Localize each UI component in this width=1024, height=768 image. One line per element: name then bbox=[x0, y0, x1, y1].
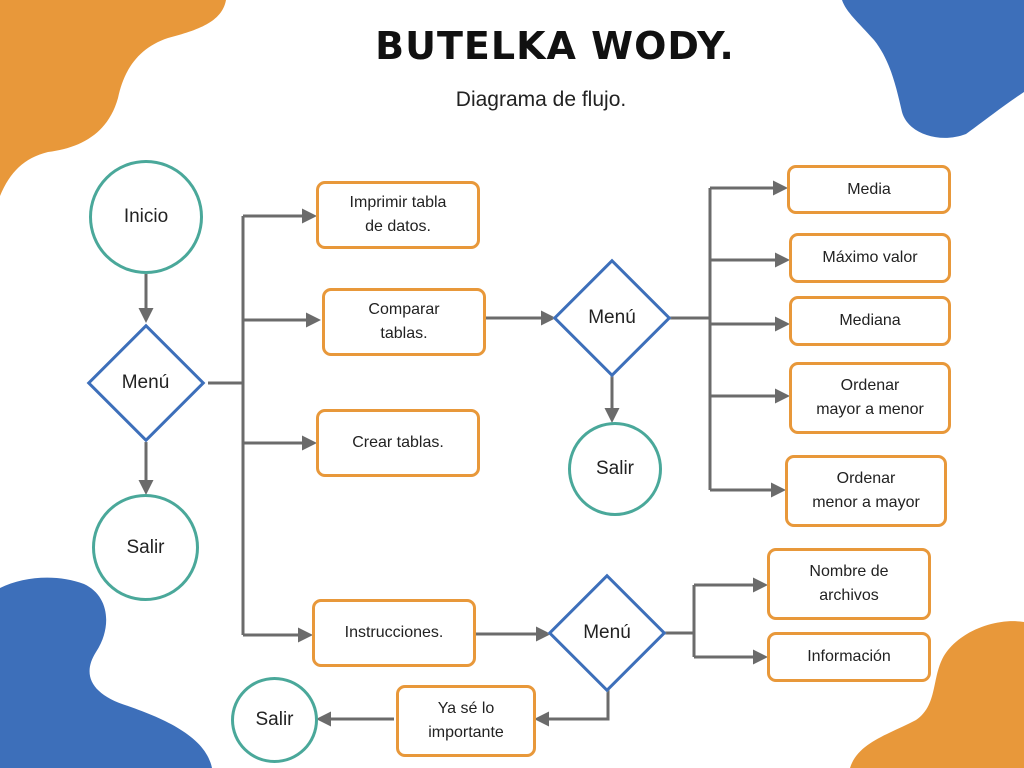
end-node-salir-instrucciones: Salir bbox=[231, 677, 318, 763]
blue-blob-top-right bbox=[842, 0, 1024, 138]
diagram-subtitle: Diagrama de flujo. bbox=[455, 88, 627, 111]
orange-blob-bottom-right bbox=[850, 621, 1024, 768]
orange-blob-top-left bbox=[0, 0, 226, 196]
decision-label: Menú bbox=[583, 622, 631, 643]
process-box-instrucciones: Instrucciones. bbox=[312, 599, 476, 667]
option-box-nombre-archivos: Nombre de archivos bbox=[767, 548, 931, 620]
option-box-media: Media bbox=[787, 165, 951, 214]
decision-node-menu-main: Menú bbox=[82, 323, 209, 443]
decision-label: Menú bbox=[121, 372, 170, 393]
blue-blob-bottom-left bbox=[0, 577, 212, 768]
end-node-salir-comparar: Salir bbox=[568, 422, 662, 516]
option-box-maximo: Máximo valor bbox=[789, 233, 951, 283]
decision-node-menu-instrucciones: Menú bbox=[547, 573, 667, 693]
diagram-title: BUTELKA WODY. bbox=[375, 24, 735, 68]
option-box-ordenar-mayor: Ordenar mayor a menor bbox=[789, 362, 951, 434]
arrow-menu-to-ya-se bbox=[534, 688, 610, 727]
process-box-imprimir: Imprimir tabla de datos. bbox=[316, 181, 480, 249]
start-node-inicio: Inicio bbox=[89, 160, 203, 274]
process-box-crear: Crear tablas. bbox=[316, 409, 480, 477]
option-box-ordenar-menor: Ordenar menor a mayor bbox=[785, 455, 947, 527]
process-box-ya-se: Ya sé lo importante bbox=[396, 685, 536, 757]
decision-label: Menú bbox=[588, 307, 636, 328]
end-node-salir-main: Salir bbox=[92, 494, 199, 601]
option-box-mediana: Mediana bbox=[789, 296, 951, 346]
decision-node-menu-comparar: Menú bbox=[552, 258, 672, 378]
option-box-informacion: Información bbox=[767, 632, 931, 682]
process-box-comparar: Comparar tablas. bbox=[322, 288, 486, 356]
